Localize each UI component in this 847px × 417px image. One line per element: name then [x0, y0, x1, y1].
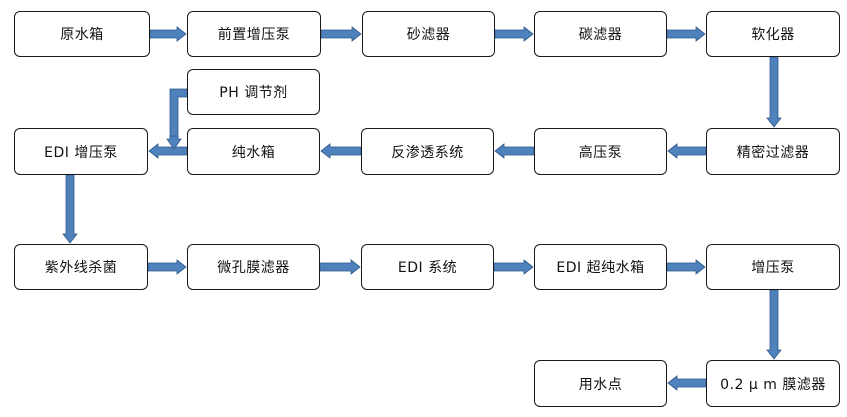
node-membrane-filter: 0.2 μ m 膜滤器 — [706, 360, 840, 407]
node-pure-water-tank: 纯水箱 — [187, 128, 320, 175]
arrow-membrane-to-pou — [667, 375, 707, 391]
arrow-booster-to-sand — [320, 26, 362, 42]
node-reverse-osmosis: 反渗透系统 — [361, 128, 494, 175]
node-edi-system: EDI 系统 — [361, 244, 494, 290]
arrow-ph-elbow — [169, 88, 188, 138]
node-ph-adjuster: PH 调节剂 — [187, 69, 320, 115]
arrow-ph-to-purewater — [166, 135, 182, 150]
arrow-softener-to-precision — [766, 56, 782, 128]
arrow-raw-to-booster — [149, 26, 187, 42]
arrow-sand-to-carbon — [494, 26, 534, 42]
arrow-edi-to-ultrapure — [493, 259, 534, 275]
node-booster-pump-front: 前置增压泵 — [187, 11, 321, 57]
node-point-of-use: 用水点 — [534, 360, 667, 407]
node-sand-filter: 砂滤器 — [362, 11, 495, 57]
node-uv-sterilizer: 紫外线杀菌 — [14, 244, 148, 290]
node-precision-filter: 精密过滤器 — [706, 128, 840, 175]
node-edi-booster-pump: EDI 增压泵 — [14, 128, 148, 175]
arrow-ro-to-purewater — [320, 143, 362, 159]
arrow-precision-to-highpump — [667, 143, 707, 159]
arrow-ultrapure-to-booster — [666, 259, 706, 275]
node-high-pressure-pump: 高压泵 — [534, 128, 667, 175]
arrow-purewater-to-edipump — [148, 143, 188, 159]
node-softener: 软化器 — [706, 11, 840, 57]
node-booster-pump: 增压泵 — [706, 244, 840, 290]
arrow-highpump-to-ro — [494, 143, 535, 159]
arrow-edipump-to-uv — [62, 174, 78, 244]
node-microporous-filter: 微孔膜滤器 — [187, 244, 320, 290]
arrow-uv-to-microporous — [147, 259, 187, 275]
arrow-carbon-to-softener — [666, 26, 706, 42]
arrow-booster-to-membrane — [766, 289, 782, 360]
node-carbon-filter: 碳滤器 — [534, 11, 667, 57]
node-raw-water-tank: 原水箱 — [14, 11, 150, 57]
node-edi-ultrapure-tank: EDI 超纯水箱 — [534, 244, 667, 290]
arrow-microporous-to-edi — [319, 259, 361, 275]
